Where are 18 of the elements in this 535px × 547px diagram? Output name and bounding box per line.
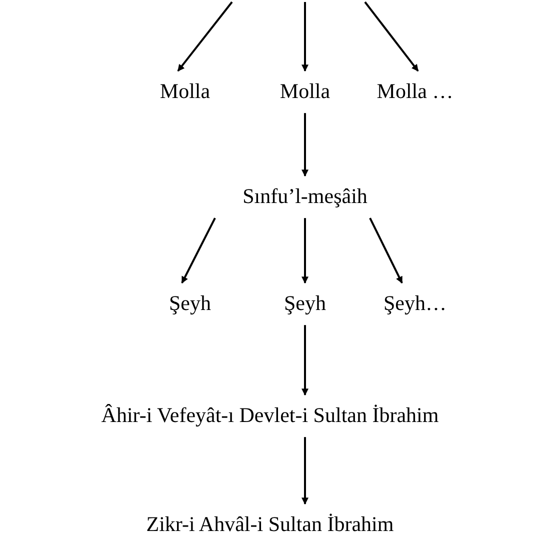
- node-label: Sınfu’l-meşâih: [242, 184, 368, 208]
- node-label: Şeyh: [284, 290, 326, 315]
- arrow: [181, 218, 216, 284]
- arrow: [364, 1, 419, 72]
- arrow: [302, 2, 308, 72]
- node-label: Molla …: [376, 78, 454, 103]
- arrow: [302, 437, 308, 505]
- node-label: Molla: [280, 78, 330, 103]
- node-label: Zikr-i Ahvâl-i Sultan İbrahim: [146, 512, 394, 536]
- arrow: [302, 218, 308, 284]
- node-label: Şeyh…: [384, 290, 446, 315]
- arrow: [177, 1, 233, 72]
- node-label: Âhir-i Vefeyât-ı Devlet-i Sultan İbrahim: [101, 402, 439, 427]
- node-label: Şeyh: [169, 290, 211, 315]
- arrow: [369, 218, 403, 284]
- arrow: [302, 325, 308, 396]
- arrow: [302, 113, 308, 177]
- node-label: Molla: [160, 78, 210, 103]
